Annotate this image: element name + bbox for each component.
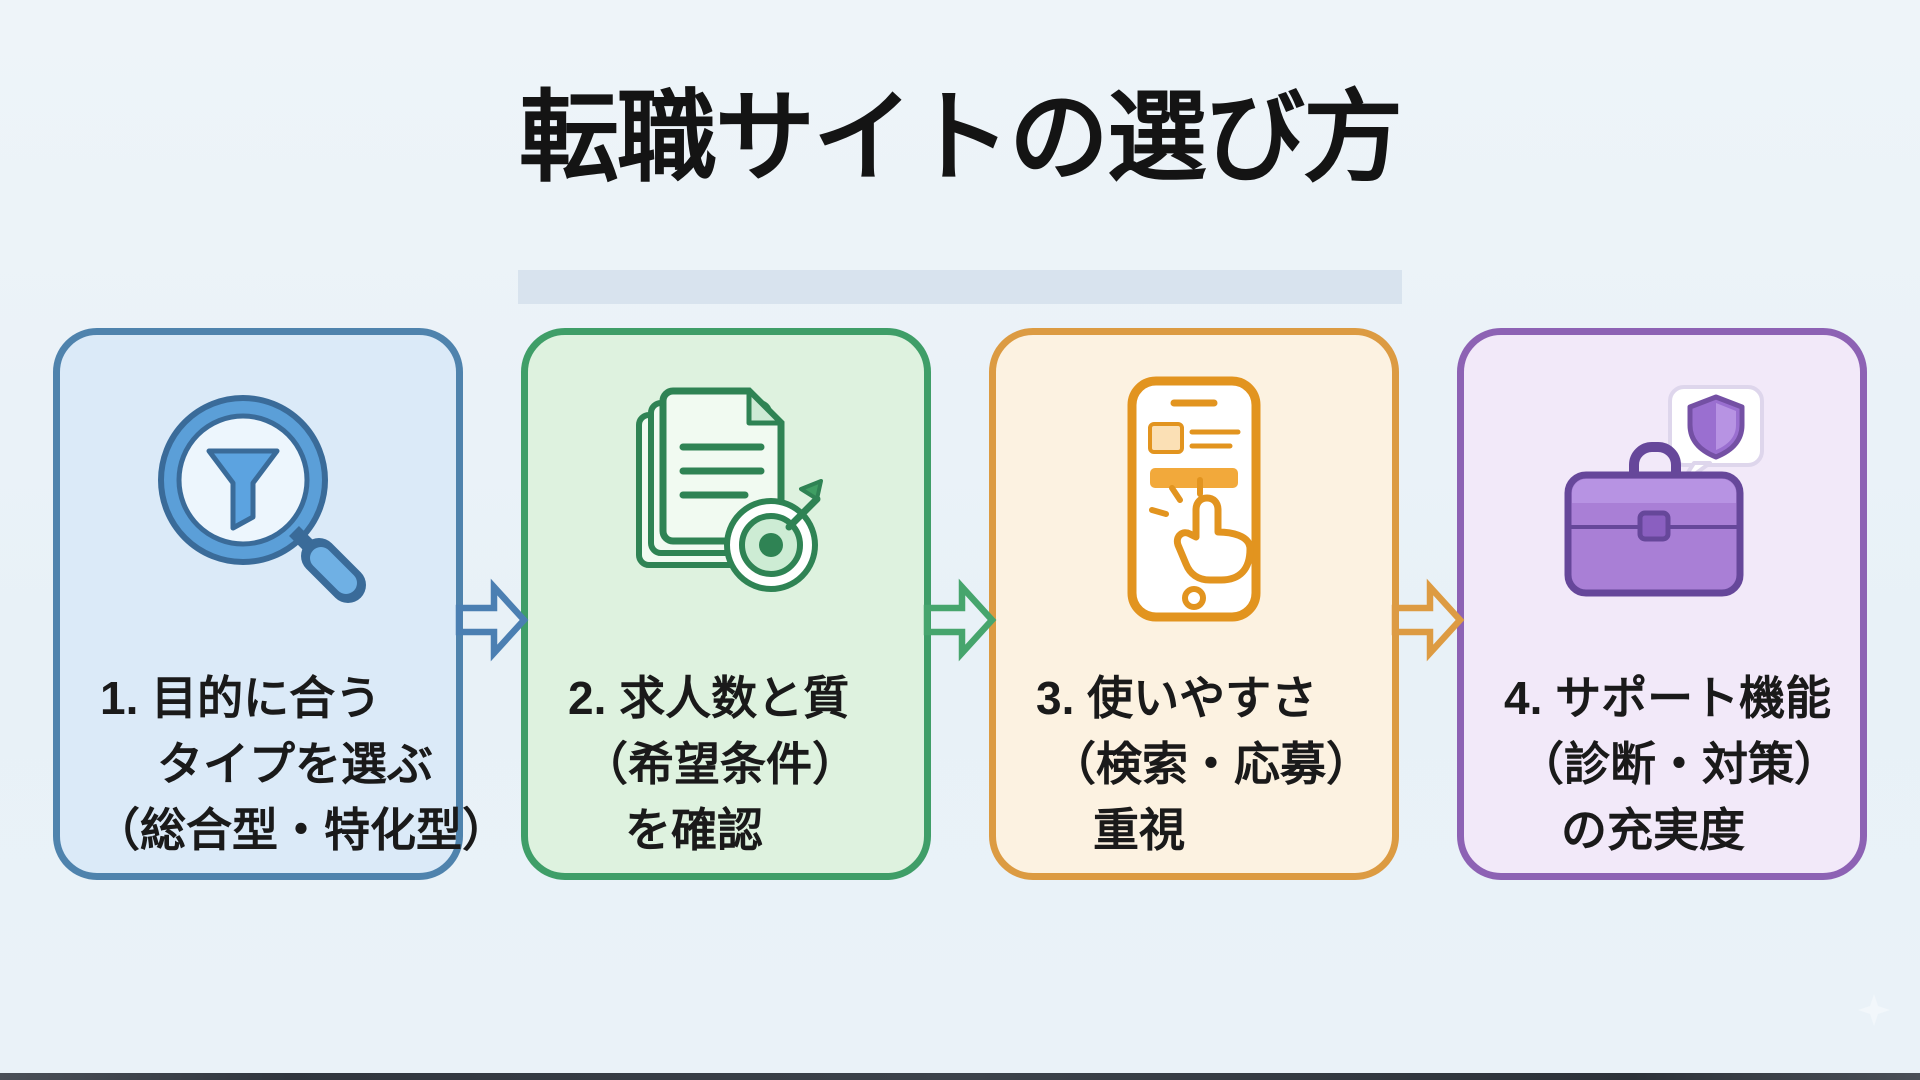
page-title: 転職サイトの選び方 [519, 82, 1403, 194]
step-text-2: 2. 求人数と質 （希望条件） を確認 [528, 665, 924, 863]
step1-line3: （総合型・特化型） [94, 804, 508, 856]
step1-line2: タイプを選ぶ [157, 738, 433, 790]
arrow-right-icon [923, 578, 997, 662]
step-text-1: 1. 目的に合う タイプを選ぶ （総合型・特化型） [60, 665, 508, 863]
title-underline [518, 270, 1402, 304]
step4-line3: の充実度 [1561, 804, 1745, 856]
step2-line2: （希望条件） [582, 738, 858, 790]
sparkle-icon [1858, 994, 1890, 1026]
briefcase-shield-icon [1464, 335, 1860, 665]
step3-line1: 3. 使いやすさ [1036, 672, 1318, 724]
bottom-edge-strip [0, 1073, 1920, 1080]
arrow-gap-1 [455, 328, 529, 880]
step-text-4: 4. サポート機能 （診断・対策） の充実度 [1464, 665, 1860, 863]
arrow-gap-3 [1391, 328, 1465, 880]
documents-target-icon [528, 335, 924, 665]
step2-line3: を確認 [625, 804, 763, 856]
arrow-gap-2 [923, 328, 997, 880]
step4-line1: 4. サポート機能 [1504, 672, 1832, 724]
step4-line2: （診断・対策） [1518, 738, 1840, 790]
arrow-right-icon [1391, 578, 1465, 662]
title-block: 転職サイトの選び方 [0, 78, 1920, 304]
step-card-1: 1. 目的に合う タイプを選ぶ （総合型・特化型） [53, 328, 508, 880]
smartphone-tap-icon [996, 335, 1392, 665]
step-card-3: 3. 使いやすさ （検索・応募） 重視 [989, 328, 1399, 880]
step-card-2: 2. 求人数と質 （希望条件） を確認 [521, 328, 931, 880]
magnifier-filter-icon [60, 335, 456, 665]
steps-row: 1. 目的に合う タイプを選ぶ （総合型・特化型） [53, 328, 1867, 880]
step1-line1: 1. 目的に合う [100, 672, 382, 724]
step3-line3: 重視 [1093, 804, 1185, 856]
step3-line2: （検索・応募） [1050, 738, 1372, 790]
step-text-3: 3. 使いやすさ （検索・応募） 重視 [996, 665, 1392, 863]
arrow-right-icon [455, 578, 529, 662]
step-card-4: 4. サポート機能 （診断・対策） の充実度 [1457, 328, 1867, 880]
step2-line1: 2. 求人数と質 [568, 672, 850, 724]
